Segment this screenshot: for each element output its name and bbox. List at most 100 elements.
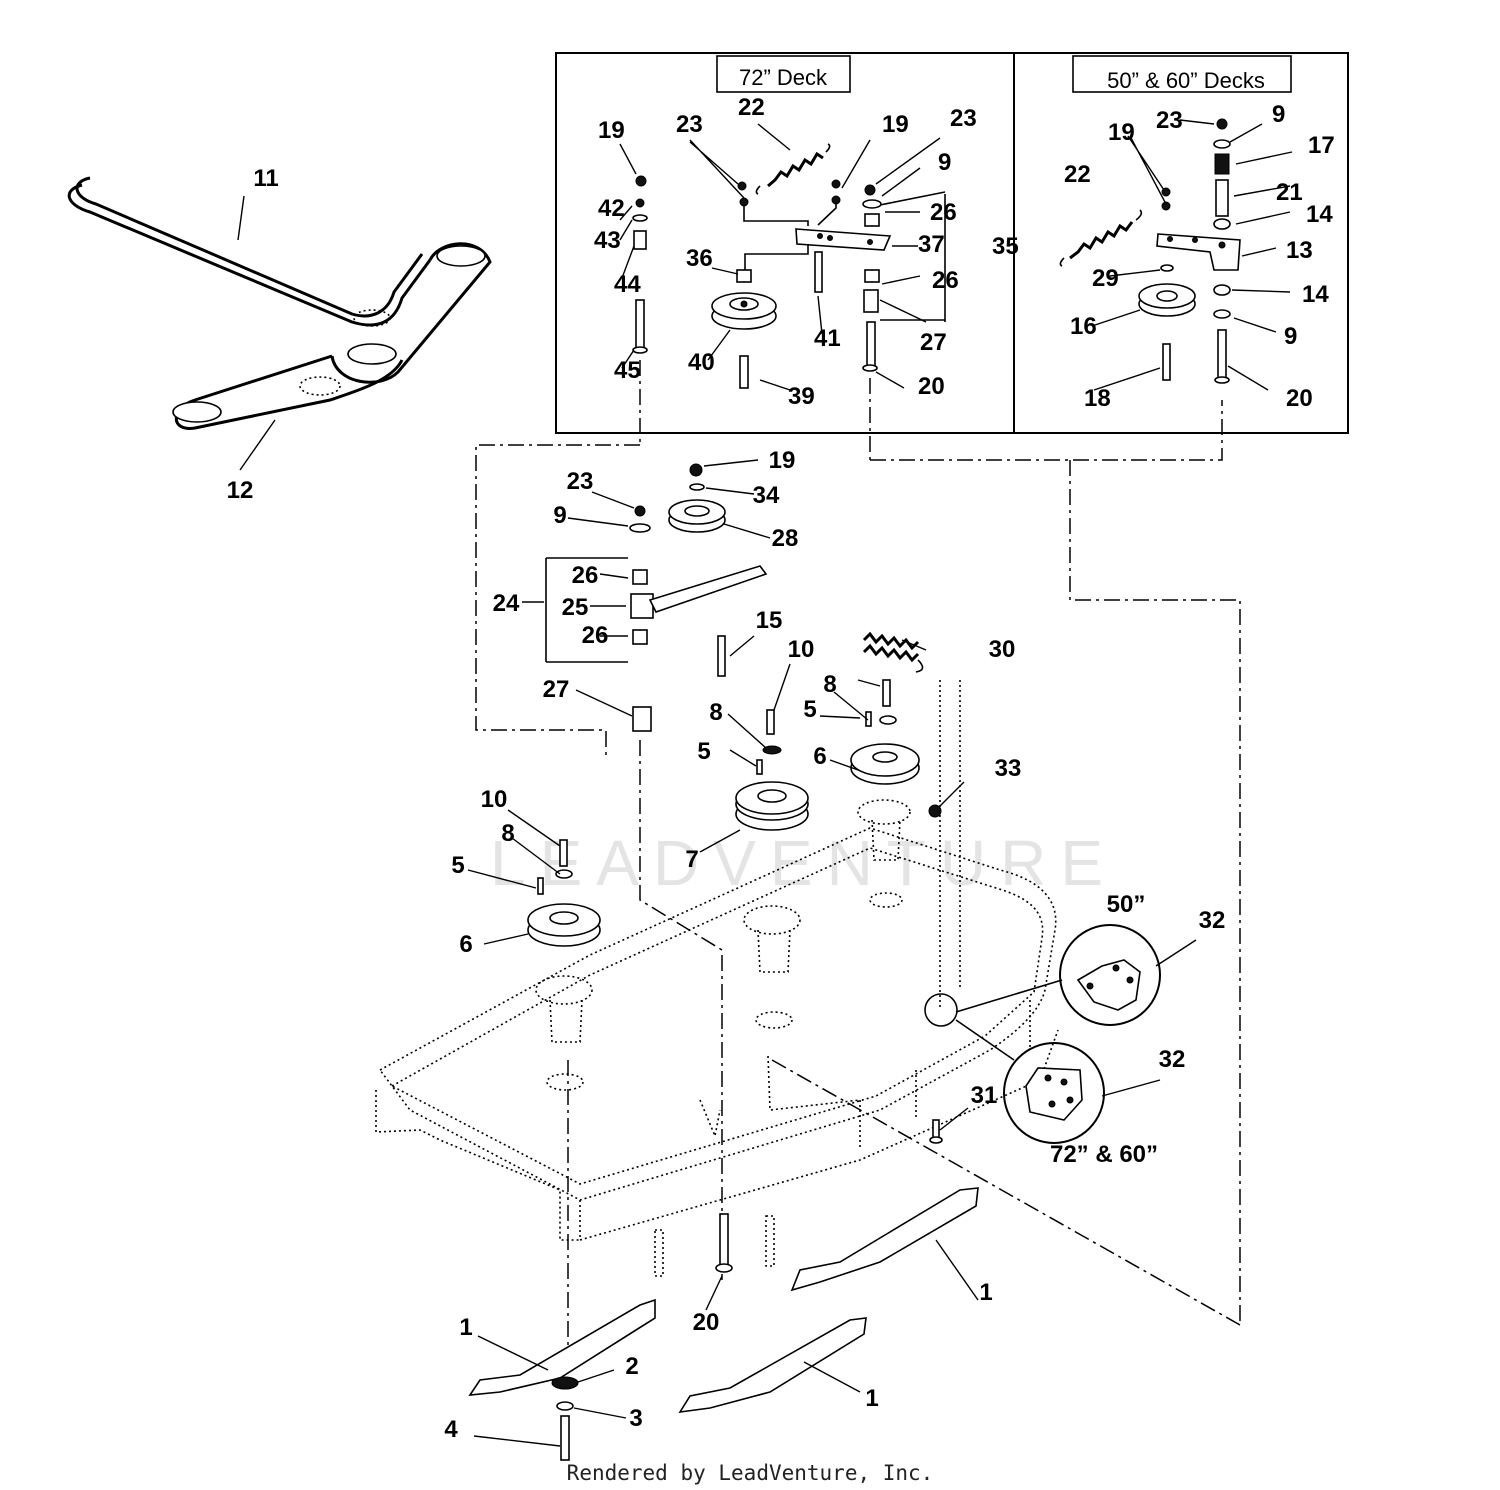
inset-72-deck: 72” Deck xyxy=(716,55,851,93)
pivot-27 xyxy=(863,289,879,313)
label-5: 5 xyxy=(697,738,710,765)
pin-21 xyxy=(1215,179,1229,217)
label-10: 10 xyxy=(788,636,815,663)
labels-main: 19 34 23 9 28 26 24 25 26 15 30 10 27 8 … xyxy=(444,447,1225,1443)
label-24: 24 xyxy=(493,590,520,617)
label-23: 23 xyxy=(950,105,977,132)
label-41: 41 xyxy=(814,325,841,352)
label-26: 26 xyxy=(932,267,959,294)
label-9: 9 xyxy=(553,502,566,529)
label-35: 35 xyxy=(992,233,1019,260)
label-27: 27 xyxy=(920,329,947,356)
label-9: 9 xyxy=(938,149,951,176)
label-14: 14 xyxy=(1306,201,1333,228)
label-12: 12 xyxy=(227,477,254,504)
label-34: 34 xyxy=(753,482,780,509)
inset-72-deck-title: 72” Deck xyxy=(739,65,828,90)
bracket-37 xyxy=(795,228,892,251)
label-8: 8 xyxy=(501,820,514,847)
pulley-6-right xyxy=(850,743,920,785)
pulley-top xyxy=(436,245,486,267)
label-10: 10 xyxy=(481,786,508,813)
idler-arm xyxy=(648,565,768,613)
blade-right xyxy=(790,1187,979,1292)
inset-72-parts xyxy=(632,143,946,460)
washer-43 xyxy=(632,214,648,222)
label-22: 22 xyxy=(738,94,765,121)
spring-17 xyxy=(1214,153,1230,175)
label-19: 19 xyxy=(1108,119,1135,146)
pivot-27b xyxy=(632,706,652,732)
label-15: 15 xyxy=(756,607,783,634)
label-13: 13 xyxy=(1286,237,1313,264)
label-1: 1 xyxy=(459,1314,472,1341)
pulley-40 xyxy=(711,292,777,330)
label-31: 31 xyxy=(971,1082,998,1109)
labels-inset5060: 23 9 17 19 22 21 14 13 29 14 16 9 18 20 xyxy=(1064,101,1335,412)
label-40: 40 xyxy=(688,349,715,376)
spring-22b xyxy=(1059,209,1143,267)
bolt-4 xyxy=(560,1415,570,1461)
label-33: 33 xyxy=(995,755,1022,782)
bolt-18 xyxy=(1162,343,1171,381)
leader-lines xyxy=(237,119,1293,1447)
label-18: 18 xyxy=(1084,385,1111,412)
label-19: 19 xyxy=(769,447,796,474)
label-29: 29 xyxy=(1092,265,1119,292)
pulley-6-left xyxy=(527,903,601,947)
pulley-28 xyxy=(668,499,726,533)
label-20: 20 xyxy=(1286,385,1313,412)
labels-inset72: 19 23 22 19 23 9 42 43 44 26 37 35 36 26… xyxy=(594,94,1019,410)
label-27: 27 xyxy=(543,676,570,703)
nut-19 xyxy=(635,175,647,187)
spacer-36 xyxy=(736,269,752,283)
blades xyxy=(468,1187,979,1461)
bolt-45 xyxy=(635,299,645,349)
mower-deck xyxy=(375,827,1059,1277)
label-19: 19 xyxy=(598,117,625,144)
label-45: 45 xyxy=(614,357,641,384)
label-7: 7 xyxy=(685,846,698,873)
label-26: 26 xyxy=(930,199,957,226)
label-5: 5 xyxy=(451,852,464,879)
label-72-60-deck: 72” & 60” xyxy=(1050,1141,1158,1168)
label-9: 9 xyxy=(1272,101,1285,128)
pulley-7 xyxy=(735,781,809,831)
label-14: 14 xyxy=(1302,281,1329,308)
label-17: 17 xyxy=(1308,132,1335,159)
springs-30 xyxy=(862,631,924,673)
spindle-left xyxy=(535,975,593,1043)
credit-line: Rendered by LeadVenture, Inc. xyxy=(567,1461,934,1485)
detail-50 xyxy=(955,924,1161,1026)
label-2: 2 xyxy=(625,1353,638,1380)
label-23: 23 xyxy=(1156,107,1183,134)
spacer-44 xyxy=(633,230,647,250)
inset-50-60-decks: 50” & 60” Decks xyxy=(1072,55,1292,93)
label-26: 26 xyxy=(582,622,609,649)
label-23: 23 xyxy=(567,468,594,495)
spring-22 xyxy=(755,143,831,195)
label-4: 4 xyxy=(444,1416,458,1443)
main-hardware xyxy=(475,444,1241,1360)
label-5: 5 xyxy=(803,696,816,723)
label-37: 37 xyxy=(918,231,945,258)
label-32: 32 xyxy=(1159,1046,1186,1073)
label-8: 8 xyxy=(709,699,722,726)
label-26: 26 xyxy=(572,562,599,589)
belts xyxy=(67,176,492,430)
bolt-20b xyxy=(1217,329,1227,379)
label-36: 36 xyxy=(686,245,713,272)
label-20: 20 xyxy=(693,1309,720,1336)
label-50-deck: 50” xyxy=(1107,891,1146,918)
label-23: 23 xyxy=(676,111,703,138)
label-16: 16 xyxy=(1070,313,1097,340)
detail-72-60 xyxy=(955,1019,1105,1144)
label-28: 28 xyxy=(772,525,799,552)
spindle-right xyxy=(857,799,911,861)
label-30: 30 xyxy=(989,636,1016,663)
label-11: 11 xyxy=(253,165,278,192)
spacer-25 xyxy=(630,593,654,619)
labels-belts: 11 12 xyxy=(227,165,279,504)
label-25: 25 xyxy=(562,594,589,621)
